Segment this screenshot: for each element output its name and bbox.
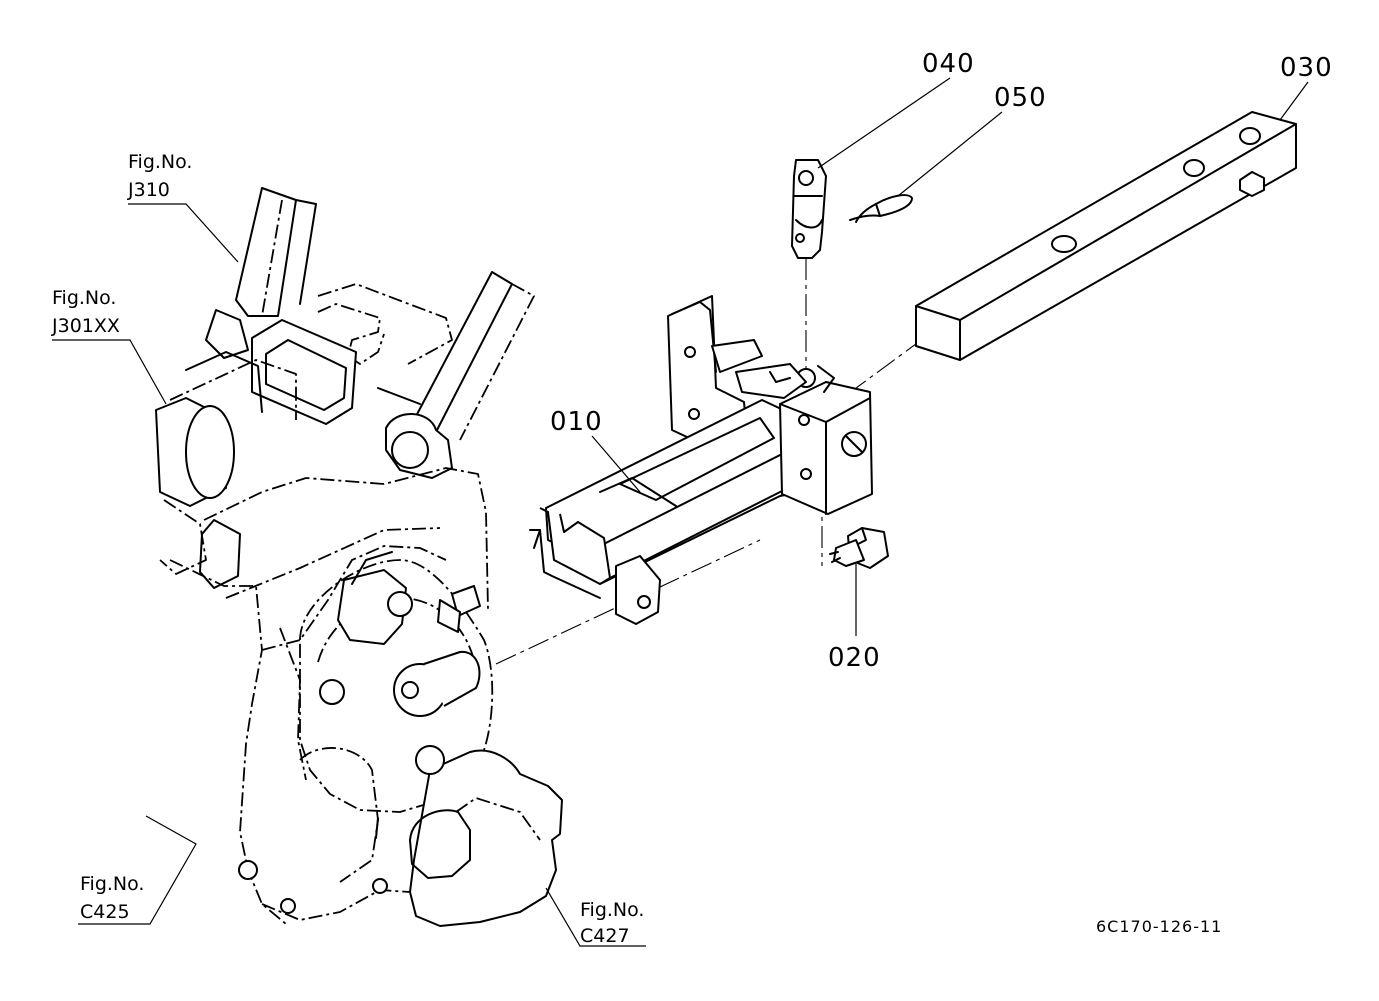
spring-clip[interactable]	[849, 194, 913, 223]
part-label-050: 050	[994, 83, 1047, 113]
part-label-020: 020	[828, 643, 881, 673]
drawing-code: 6C170-126-11	[1096, 917, 1222, 936]
fig-ref-c427-line1: Fig.No.	[580, 899, 644, 921]
engine-block-outline	[155, 187, 563, 927]
fig-ref-c427-line2: C427	[580, 925, 630, 947]
rail-bar[interactable]	[915, 111, 1297, 361]
part-label-030: 030	[1280, 53, 1333, 83]
fig-ref-j310-line2: J310	[127, 179, 170, 201]
fig-ref-c425-line2: C425	[80, 901, 130, 923]
leader-lines	[52, 77, 1309, 947]
frame-bracket[interactable]	[529, 295, 873, 625]
part-label-010: 010	[550, 407, 603, 437]
part-labels: 010 020 030 040 050	[550, 49, 1333, 673]
fig-ref-j301xx-line1: Fig.No.	[52, 287, 116, 309]
part-label-040: 040	[922, 49, 975, 79]
fig-ref-c425-line1: Fig.No.	[80, 873, 144, 895]
fig-ref-j301xx-line2: J301XX	[51, 315, 120, 337]
clevis-pin[interactable]	[791, 159, 827, 259]
fig-ref-j310-line1: Fig.No.	[128, 151, 192, 173]
figure-refs: Fig.No. J310 Fig.No. J301XX Fig.No. C425…	[51, 151, 644, 947]
bolt[interactable]	[829, 527, 889, 569]
alignment-line-rail	[847, 337, 925, 395]
